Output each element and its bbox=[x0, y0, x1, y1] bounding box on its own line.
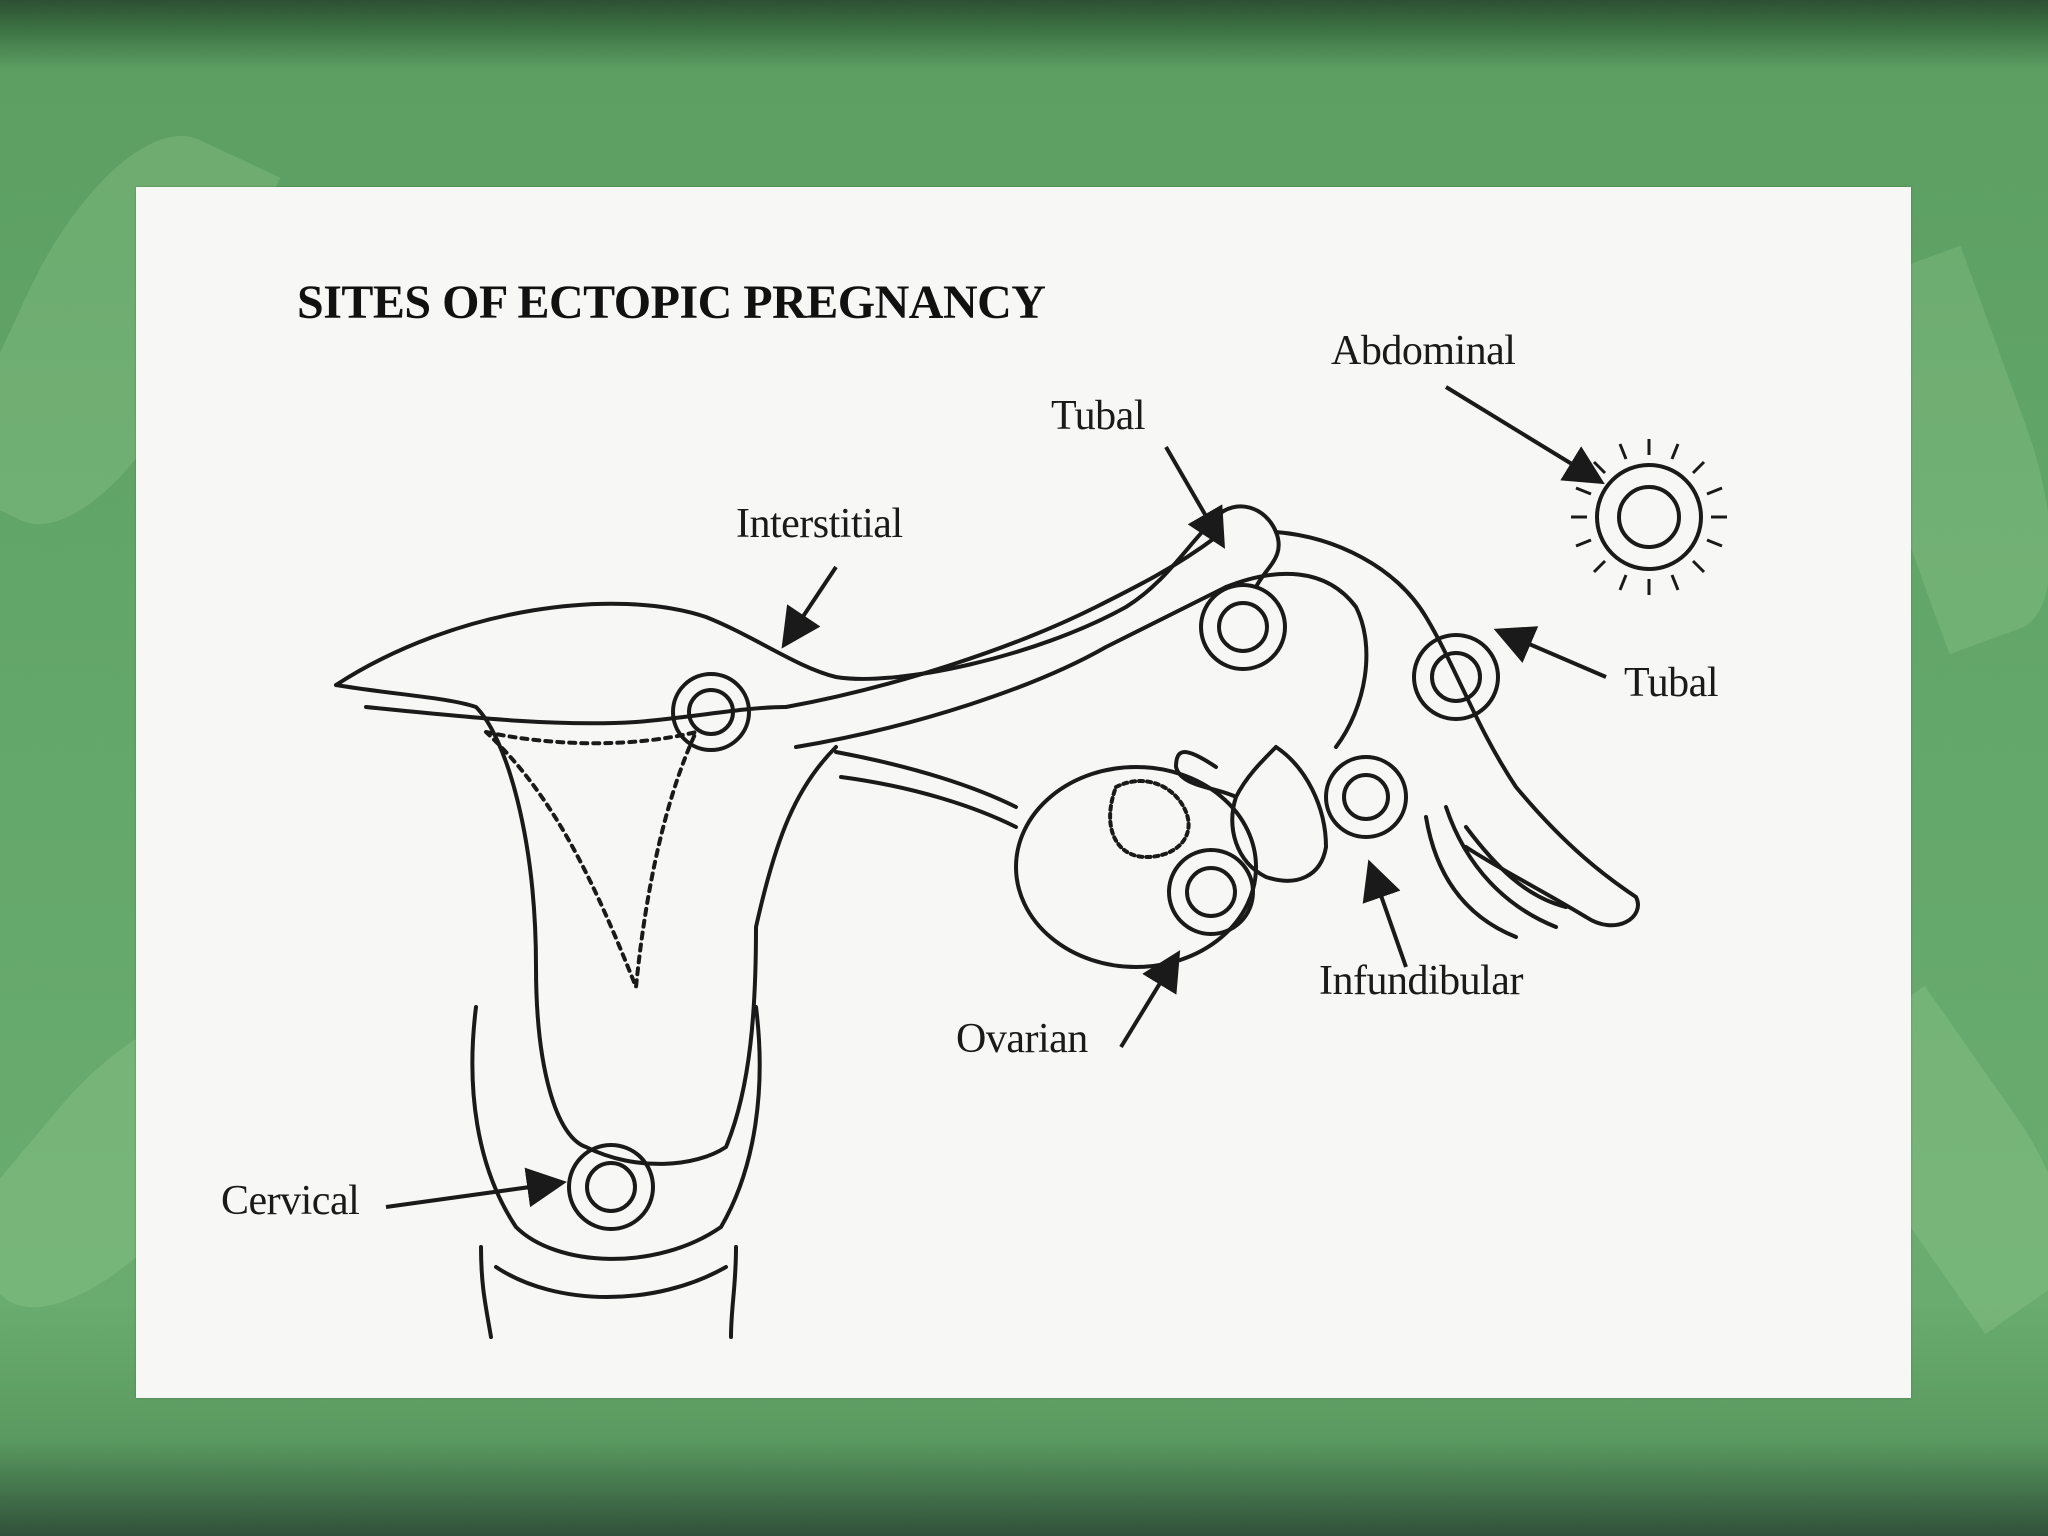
uterine-cavity bbox=[364, 705, 788, 726]
uterus-outline bbox=[334, 504, 1281, 1166]
arrow-abdominal bbox=[1444, 385, 1605, 485]
ovarian-ligament bbox=[834, 750, 1018, 829]
ovary bbox=[1014, 765, 1258, 969]
label-abdominal: Abdominal bbox=[1331, 328, 1516, 374]
arrow-tubal-upper bbox=[1164, 445, 1226, 549]
arrow-cervical bbox=[385, 1167, 567, 1209]
abdominal-sac-villi bbox=[1571, 439, 1727, 595]
label-cervical: Cervical bbox=[221, 1178, 360, 1224]
embryo-sac-ovarian bbox=[1167, 848, 1255, 936]
label-tubal-upper: Tubal bbox=[1051, 393, 1146, 439]
embryo-sac-cervical bbox=[567, 1143, 655, 1231]
label-infundibular: Infundibular bbox=[1319, 958, 1523, 1004]
diagram-title: SITES OF ECTOPIC PREGNANCY bbox=[297, 276, 1046, 329]
arrow-infundibular bbox=[1362, 859, 1408, 968]
fimbriae bbox=[1424, 805, 1568, 939]
arrow-tubal-right bbox=[1493, 626, 1607, 679]
infundibulum bbox=[1230, 745, 1328, 883]
embryo-sac-tubal-right bbox=[1412, 633, 1500, 721]
embryo-sac-tubal-upper bbox=[1199, 583, 1287, 671]
embryo-sac-interstitial bbox=[671, 672, 751, 752]
fallopian-tube bbox=[784, 535, 1218, 709]
label-interstitial: Interstitial bbox=[736, 501, 903, 547]
cervix bbox=[479, 1245, 738, 1339]
diagram-panel: SITES OF ECTOPIC PREGNANCY Abdominal Tub… bbox=[136, 187, 1911, 1398]
arrow-ovarian bbox=[1119, 950, 1181, 1049]
embryo-sac-infundibular bbox=[1324, 755, 1408, 839]
label-tubal-right: Tubal bbox=[1624, 660, 1719, 706]
arrow-interstitial bbox=[781, 565, 838, 649]
label-ovarian: Ovarian bbox=[956, 1016, 1088, 1062]
embryo-sac-abdominal bbox=[1595, 463, 1703, 571]
ectopic-pregnancy-illustration bbox=[334, 385, 1727, 1339]
uterine-inner-cavity bbox=[484, 730, 698, 989]
